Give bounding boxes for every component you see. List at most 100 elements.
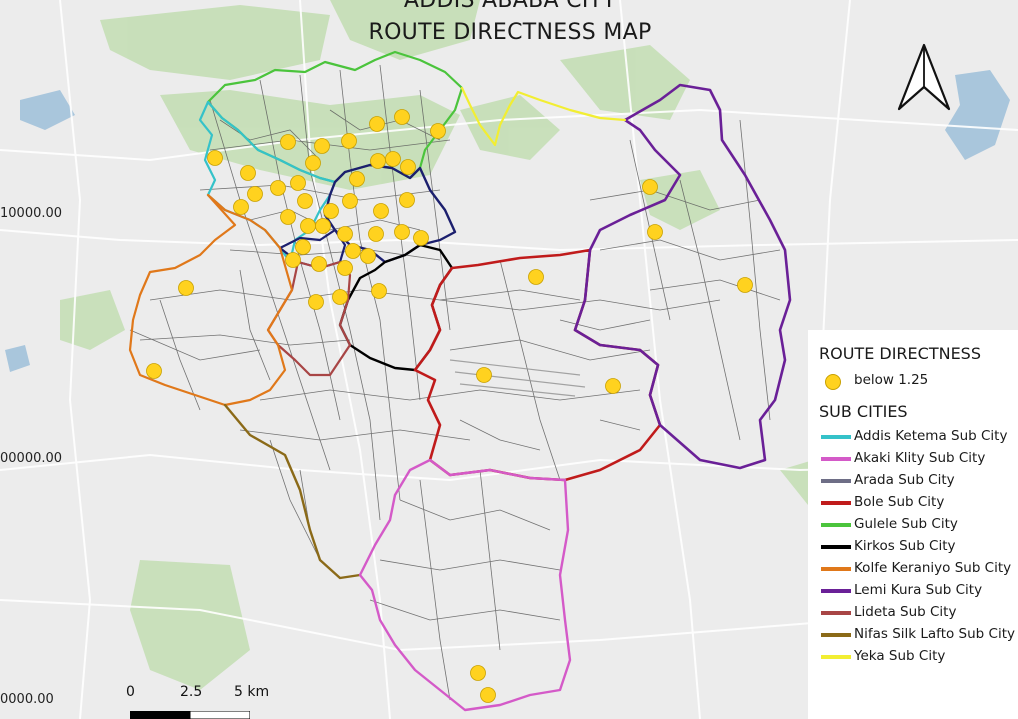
legend-subcity-item: Bole Sub City — [808, 492, 1018, 514]
legend-subcity-label: Arada Sub City — [854, 472, 955, 488]
legend-subcity-label: Kirkos Sub City — [854, 538, 956, 554]
route-point — [605, 378, 621, 394]
legend-subcity-label: Kolfe Keraniyo Sub City — [854, 560, 1012, 576]
scale-bar — [130, 711, 250, 719]
route-point — [207, 150, 223, 166]
route-point — [315, 218, 331, 234]
route-point — [360, 248, 376, 264]
map-title-line2: ROUTE DIRECTNESS MAP — [368, 20, 652, 45]
route-point — [290, 175, 306, 191]
boundary-akaki-klity — [358, 458, 572, 712]
route-point — [480, 687, 496, 703]
subcity-line-symbol-icon — [821, 501, 851, 505]
water-bodies — [5, 70, 1010, 372]
route-point — [285, 252, 301, 268]
legend-subcity-label: Nifas Silk Lafto Sub City — [854, 626, 1015, 642]
route-point — [647, 224, 663, 240]
green-areas — [60, 0, 860, 690]
route-point — [394, 224, 410, 240]
route-point — [314, 138, 330, 154]
route-point — [300, 218, 316, 234]
map-title-line1: ADDIS ABABA CITY — [403, 0, 617, 13]
map-legend: ROUTE DIRECTNESS below 1.25 SUB CITIES A… — [808, 330, 1018, 719]
legend-subcity-item: Nifas Silk Lafto Sub City — [808, 624, 1018, 646]
route-point — [270, 180, 286, 196]
route-point — [399, 192, 415, 208]
legend-subcity-item: Gulele Sub City — [808, 514, 1018, 536]
subcity-line-symbol-icon — [821, 545, 851, 549]
scale-label-zero: 0 — [126, 684, 135, 700]
route-point — [323, 203, 339, 219]
route-point — [311, 256, 327, 272]
subcity-line-symbol-icon — [821, 523, 851, 527]
route-point — [308, 294, 324, 310]
subcity-line-symbol-icon — [821, 435, 851, 439]
scale-label-mid: 2.5 — [180, 684, 203, 700]
legend-subcity-label: Akaki Klity Sub City — [854, 450, 986, 466]
boundary-lemi-kura — [573, 83, 792, 470]
legend-route-item: below 1.25 — [808, 370, 1018, 392]
route-point — [305, 155, 321, 171]
legend-route-label: below 1.25 — [854, 372, 929, 388]
legend-subcity-item: Yeka Sub City — [808, 646, 1018, 668]
route-point — [349, 171, 365, 187]
coordinate-label: 00000.00 — [0, 451, 63, 466]
subcity-line-symbol-icon — [821, 611, 851, 615]
subcity-line-symbol-icon — [821, 567, 851, 571]
route-point — [337, 226, 353, 242]
legend-subcity-item: Akaki Klity Sub City — [808, 448, 1018, 470]
route-point — [233, 199, 249, 215]
route-point — [413, 230, 429, 246]
route-point — [341, 133, 357, 149]
route-point — [373, 203, 389, 219]
legend-subcity-label: Bole Sub City — [854, 494, 945, 510]
route-point — [642, 179, 658, 195]
route-point — [332, 289, 348, 305]
route-point — [370, 153, 386, 169]
subcity-line-symbol-icon — [821, 633, 851, 637]
route-point — [385, 151, 401, 167]
route-point — [400, 159, 416, 175]
scale-label-end: 5 km — [234, 684, 270, 700]
route-point — [295, 239, 311, 255]
legend-subcity-item: Arada Sub City — [808, 470, 1018, 492]
route-point — [476, 367, 492, 383]
boundary-bole — [413, 248, 662, 482]
legend-subcity-heading: SUB CITIES — [819, 402, 908, 421]
route-point — [280, 209, 296, 225]
route-point — [337, 260, 353, 276]
north-arrow-icon — [897, 43, 951, 111]
route-point — [146, 363, 162, 379]
route-point — [394, 109, 410, 125]
route-point — [280, 134, 296, 150]
legend-subcity-item: Kolfe Keraniyo Sub City — [808, 558, 1018, 580]
subcity-boundaries — [128, 50, 792, 712]
route-points — [146, 109, 753, 703]
coordinate-label: 10000.00 — [0, 206, 63, 221]
legend-route-heading: ROUTE DIRECTNESS — [819, 344, 981, 363]
route-point — [247, 186, 263, 202]
boundary-nifas-silk — [223, 403, 362, 580]
route-point — [345, 243, 361, 259]
route-point — [470, 665, 486, 681]
route-point-symbol-icon — [825, 374, 841, 390]
legend-subcity-label: Lideta Sub City — [854, 604, 957, 620]
subcity-line-symbol-icon — [821, 589, 851, 593]
route-point — [369, 116, 385, 132]
route-point — [342, 193, 358, 209]
route-point — [528, 269, 544, 285]
route-point — [430, 123, 446, 139]
subcity-line-symbol-icon — [821, 655, 851, 659]
subcity-line-symbol-icon — [821, 479, 851, 483]
boundary-yeka — [460, 86, 627, 147]
route-point — [240, 165, 256, 181]
route-point — [737, 277, 753, 293]
legend-subcity-label: Lemi Kura Sub City — [854, 582, 983, 598]
subcity-line-symbol-icon — [821, 457, 851, 461]
legend-subcity-item: Kirkos Sub City — [808, 536, 1018, 558]
legend-subcity-label: Gulele Sub City — [854, 516, 958, 532]
legend-subcity-item: Lemi Kura Sub City — [808, 580, 1018, 602]
route-point — [368, 226, 384, 242]
legend-subcity-item: Addis Ketema Sub City — [808, 426, 1018, 448]
legend-subcity-label: Addis Ketema Sub City — [854, 428, 1008, 444]
